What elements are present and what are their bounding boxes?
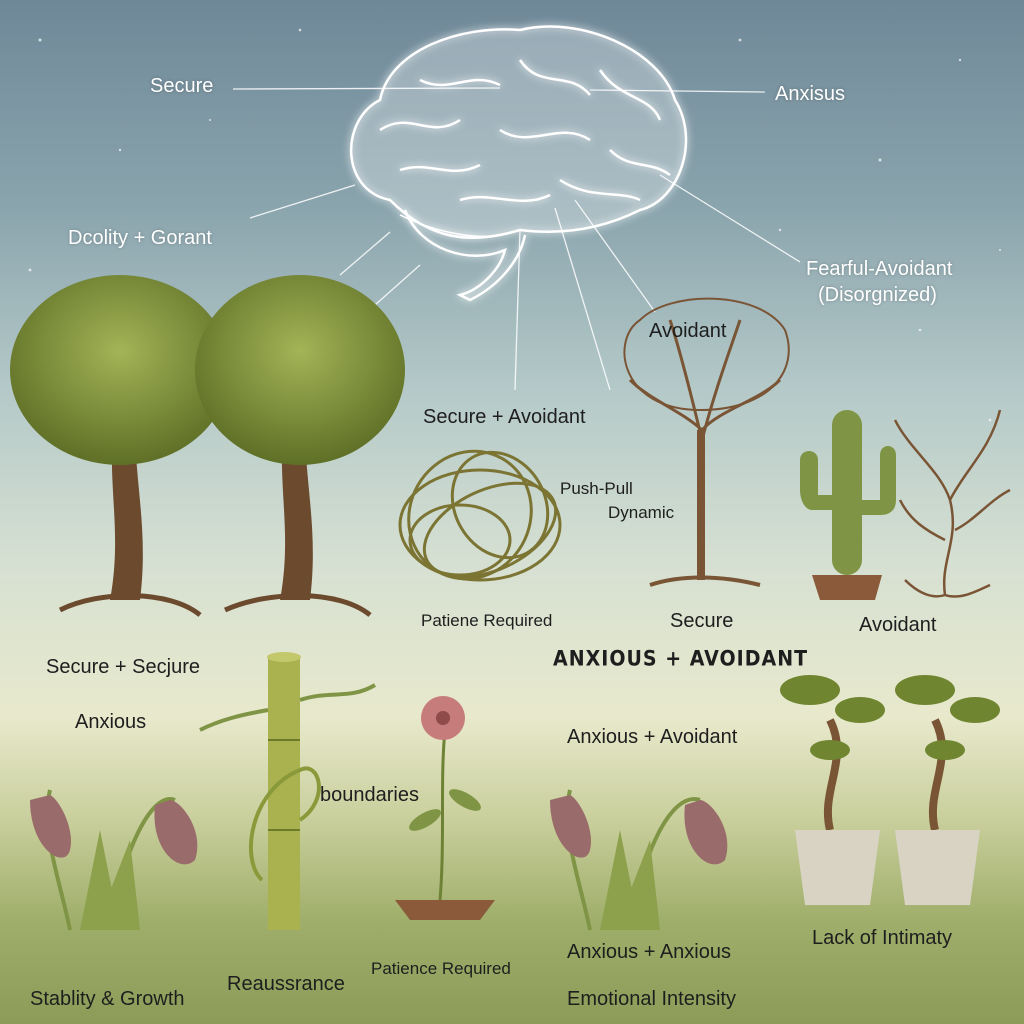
label-dynamic: Dynamic [608, 503, 675, 522]
secure-secure-trees [10, 275, 405, 617]
label-avoidant-cactus: Avoidant [859, 614, 937, 636]
label-avoidant-brain: Avoidant [649, 320, 727, 342]
label-secure-avoidant: Secure + Avoidant [423, 406, 586, 428]
wilting-flowers-left [30, 789, 198, 931]
label-anxious-brain: Anxisus [775, 83, 846, 105]
label-patience-required: Patience Required [371, 959, 511, 978]
bamboo [199, 652, 377, 930]
label-secure-brain: Secure [150, 75, 214, 97]
tangled-shrub [398, 449, 562, 582]
label-push-pull: Push-Pull [560, 479, 633, 498]
label-lack-of-intimacy: Lack of Intimaty [812, 927, 953, 949]
label-stability-growth: Stablity & Growth [30, 988, 185, 1010]
label-dcolity: Dcolity + Gorant [68, 227, 212, 249]
label-reassurance: Reaussrance [227, 973, 345, 995]
brain [349, 25, 688, 302]
bare-tree [623, 297, 790, 587]
bonsai-pots [780, 675, 1000, 905]
stars [28, 28, 1001, 422]
label-patiene-required: Patiene Required [421, 611, 553, 630]
label-anxious-anxious: Anxious + Anxious [567, 941, 731, 963]
label-fearful-avoidant: Fearful-Avoidant [806, 258, 953, 280]
label-anxious: Anxious [75, 711, 147, 733]
potted-flower [395, 696, 495, 920]
cactus [800, 410, 896, 600]
label-emotional-intensity: Emotional Intensity [567, 988, 736, 1010]
label-secure-tree: Secure [670, 610, 734, 632]
leader-lines [232, 87, 801, 391]
dead-shrub [893, 409, 1011, 598]
wilting-flowers-right [550, 789, 728, 931]
label-secure-secure: Secure + Secjure [46, 656, 200, 678]
label-disorganized: (Disorgnized) [818, 284, 937, 306]
label-anxious-avoidant-title: ANXIOUS + AVOIDANT [553, 646, 809, 672]
label-boundaries: boundaries [320, 784, 419, 806]
label-anxious-avoidant: Anxious + Avoidant [567, 726, 738, 748]
